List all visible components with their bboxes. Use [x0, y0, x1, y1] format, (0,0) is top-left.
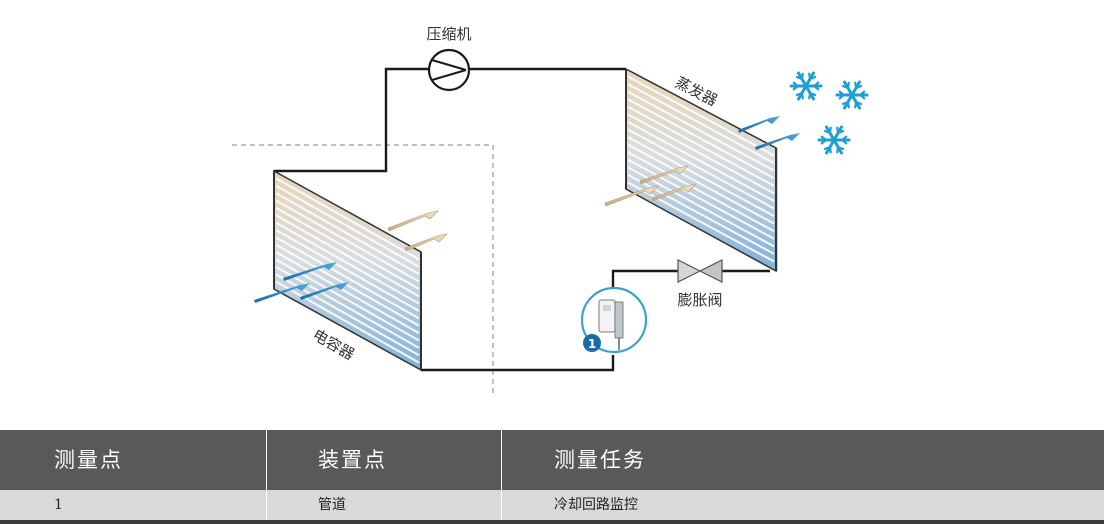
cell-measurement-point: 1	[54, 497, 63, 513]
boundary-dashed-line	[232, 144, 494, 395]
evaporator-coil	[625, 67, 777, 273]
valve-label: 膨胀阀	[677, 291, 722, 309]
compressor-icon	[427, 48, 471, 92]
expansion-valve-icon	[677, 259, 723, 283]
column-divider	[501, 490, 502, 520]
snowflake-icon	[789, 71, 823, 101]
table-header: 测量点 装置点 测量任务	[0, 430, 1104, 490]
header-measurement-task: 测量任务	[554, 448, 646, 472]
condenser-coil	[273, 169, 422, 372]
header-measurement-point: 测量点	[54, 448, 123, 472]
measurement-table: 测量点 装置点 测量任务 1 管道 冷却回路监控	[0, 430, 1104, 524]
evaporator-inflow-arrows	[604, 165, 697, 207]
sensor-icon	[580, 286, 648, 354]
measurement-point-marker[interactable]	[583, 334, 601, 352]
table-row: 1 管道 冷却回路监控	[0, 490, 1104, 520]
table-bottom-border	[0, 520, 1104, 524]
column-divider	[266, 430, 267, 490]
compressor-label: 压缩机	[426, 25, 471, 43]
header-installation-point: 装置点	[318, 448, 387, 472]
cell-measurement-task: 冷却回路监控	[554, 497, 638, 513]
snowflake-icon	[835, 80, 869, 110]
column-divider	[266, 490, 267, 520]
cold-airflow-arrows-out	[738, 116, 800, 150]
measurement-point-number: 1	[588, 337, 596, 351]
snowflake-group	[789, 71, 869, 155]
refrigeration-cycle-diagram: 压缩机 膨胀阀 蒸发器 电容器	[232, 25, 869, 395]
snowflake-icon	[817, 125, 851, 155]
warm-airflow-arrows	[387, 210, 448, 252]
cold-airflow-arrows-in	[254, 262, 349, 303]
cell-installation-point: 管道	[318, 497, 346, 513]
column-divider	[501, 430, 502, 490]
